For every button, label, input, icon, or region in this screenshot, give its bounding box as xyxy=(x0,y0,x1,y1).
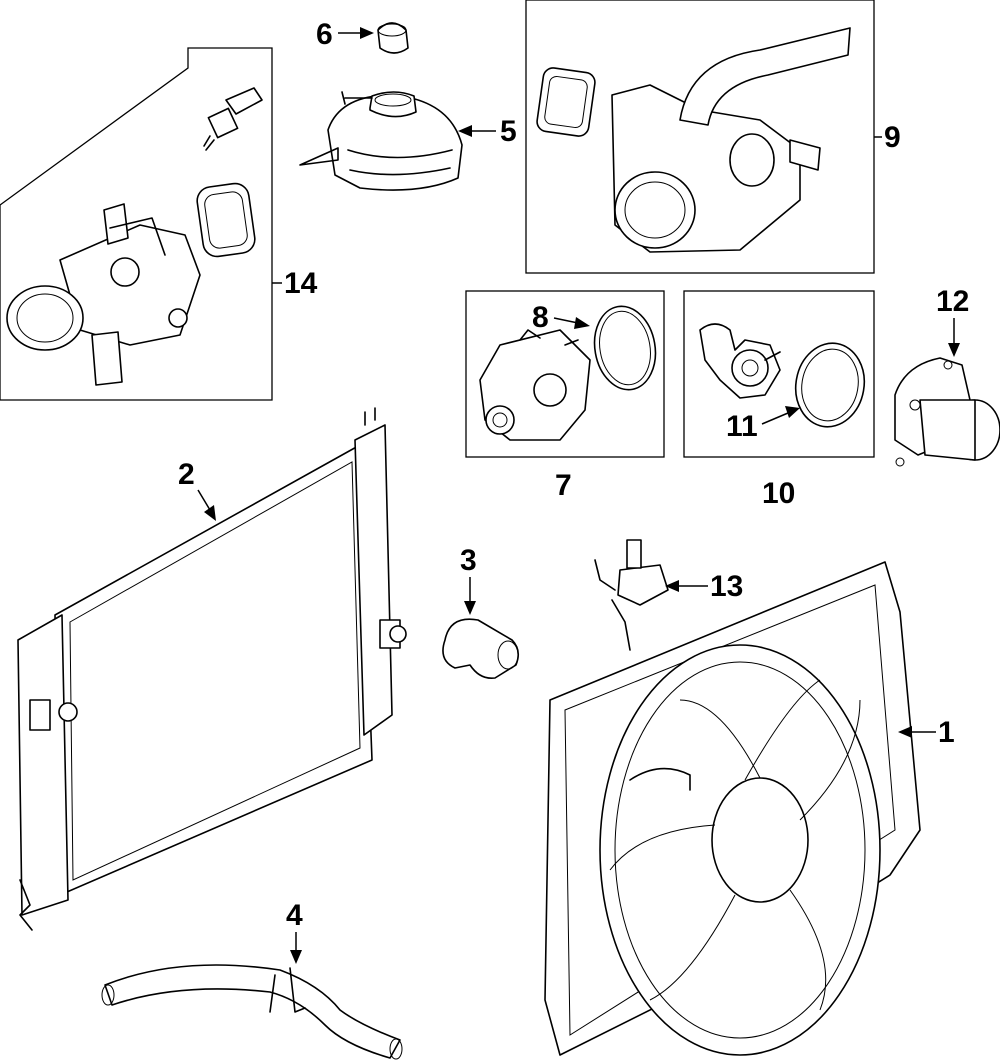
callout-13: 13 xyxy=(710,570,743,603)
part-6-reservoir-cap: 6 xyxy=(316,18,409,54)
part-13-coolant-valve: 13 xyxy=(594,539,743,651)
callout-6: 6 xyxy=(316,18,333,51)
part-7-water-pump-group: 8 7 xyxy=(465,290,665,502)
part-14-temperature-sensor xyxy=(203,87,263,151)
part-14-gasket xyxy=(196,182,256,258)
part-10-box xyxy=(683,290,875,458)
callout-9: 9 xyxy=(884,121,901,154)
part-8-o-ring xyxy=(593,305,657,391)
part-10-thermostat xyxy=(699,323,781,399)
part-5-coolant-reservoir: 5 xyxy=(299,91,517,191)
callout-10: 10 xyxy=(762,477,795,510)
part-9-water-outlet-group: 9 xyxy=(525,0,901,274)
part-14-box xyxy=(0,47,273,401)
callout-8: 8 xyxy=(532,301,549,334)
part-3-upper-hose: 3 xyxy=(442,544,520,680)
callout-12: 12 xyxy=(936,285,969,318)
part-11-thermostat-seal xyxy=(794,342,866,428)
part-2-radiator: 2 xyxy=(17,407,407,931)
part-4-lower-hose: 4 xyxy=(101,899,403,1060)
callout-3: 3 xyxy=(460,544,477,577)
part-14-thermostat-housing-group: 14 xyxy=(0,47,318,401)
part-14-housing-body xyxy=(6,203,201,386)
callout-11: 11 xyxy=(726,410,758,443)
callout-7: 7 xyxy=(555,469,572,502)
part-7-box xyxy=(465,290,665,458)
part-9-gasket xyxy=(536,67,596,137)
callout-1: 1 xyxy=(938,716,955,749)
callout-14: 14 xyxy=(284,267,318,300)
part-10-thermostat-group: 11 10 xyxy=(683,290,875,510)
part-12-thermostat-cover: 12 xyxy=(894,285,1000,467)
part-1-fan-hub xyxy=(711,777,809,903)
callout-5: 5 xyxy=(500,115,517,148)
callout-4: 4 xyxy=(286,899,303,932)
callout-2: 2 xyxy=(178,458,195,491)
part-1-fan-shroud-assembly: 1 xyxy=(544,561,955,1056)
